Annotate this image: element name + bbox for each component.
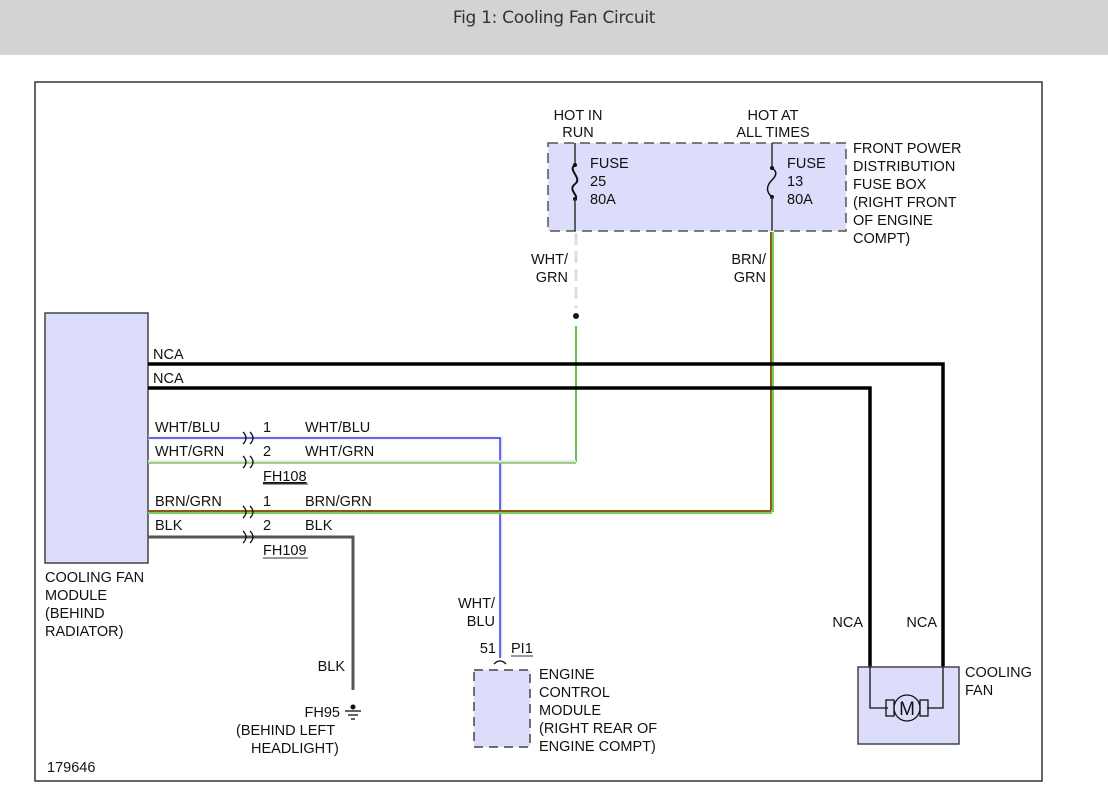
motor-symbol: M bbox=[899, 699, 915, 720]
fuse-box-label-6: COMPT) bbox=[853, 231, 910, 247]
wht-blu-left-label: WHT/BLU bbox=[155, 420, 220, 436]
wire-wht-grn-feed: WHT/ GRN bbox=[531, 233, 579, 462]
wire-wht-blu-shadow bbox=[148, 436, 503, 658]
brn-grn-vlabel-1: BRN/ bbox=[731, 252, 767, 268]
wire-blk-path bbox=[148, 535, 355, 690]
connector-icon-fh109-1 bbox=[242, 505, 254, 519]
fuse-box-label-1: FRONT POWER bbox=[853, 141, 961, 157]
nca-2-label: NCA bbox=[153, 371, 184, 387]
figure-id: 179646 bbox=[47, 760, 95, 776]
wht-grn-left-label: WHT/GRN bbox=[155, 444, 224, 460]
ecm-pin-number: 51 bbox=[480, 641, 496, 657]
ecm-label-2: CONTROL bbox=[539, 685, 610, 701]
fuse-13-label-3: 80A bbox=[787, 192, 813, 208]
fuse-box-outline bbox=[547, 142, 847, 232]
wire-nca-2: NCA bbox=[148, 371, 872, 668]
cooling-fan-module-box bbox=[44, 312, 149, 564]
connector-symbols bbox=[242, 431, 254, 544]
fan-wire-label-2: NCA bbox=[906, 615, 937, 631]
feed-2-label-1: HOT AT bbox=[747, 108, 798, 124]
ecm-label-3: MODULE bbox=[539, 703, 601, 719]
connector-icon-fh108-2 bbox=[242, 455, 254, 469]
cooling-fan-label-1: COOLING bbox=[965, 665, 1032, 681]
cooling-fan-module: COOLING FAN MODULE (BEHIND RADIATOR) bbox=[44, 312, 149, 640]
ecm-box bbox=[473, 669, 531, 748]
ground-location-1: (BEHIND LEFT bbox=[236, 723, 335, 739]
brn-grn-pin: 1 bbox=[263, 494, 271, 510]
brn-grn-left-label: BRN/GRN bbox=[155, 494, 222, 510]
wire-nca-2-path bbox=[148, 386, 872, 668]
wire-wht-grn: WHT/GRN 2 WHT/GRN bbox=[148, 444, 576, 464]
fuse-25-label-2: 25 bbox=[590, 174, 606, 190]
figure-header: Fig 1: Cooling Fan Circuit bbox=[0, 0, 1108, 55]
splice-dot bbox=[573, 313, 579, 319]
ecm-label-1: ENGINE bbox=[539, 667, 595, 683]
wht-grn-pin: 2 bbox=[263, 444, 271, 460]
blk-vlabel: BLK bbox=[318, 659, 346, 675]
wire-nca-1: NCA bbox=[148, 347, 945, 668]
feed-2-label-2: ALL TIMES bbox=[736, 125, 809, 141]
ecm-connector: PI1 bbox=[511, 641, 533, 657]
wht-grn-vlabel-1: WHT/ bbox=[531, 252, 569, 268]
connector-fh108: FH108 bbox=[263, 469, 307, 485]
connector-icon-fh109-2 bbox=[242, 530, 254, 544]
ground-fh95: FH95 (BEHIND LEFT HEADLIGHT) bbox=[236, 704, 361, 757]
wire-blk: BLK 2 BLK BLK bbox=[148, 518, 355, 690]
ecm-label-4: (RIGHT REAR OF bbox=[539, 721, 657, 737]
fuse-box-label-2: DISTRIBUTION bbox=[853, 159, 955, 175]
ecm-label-5: ENGINE COMPT) bbox=[539, 739, 656, 755]
wht-blu-pin: 1 bbox=[263, 420, 271, 436]
fuse-box: FRONT POWER DISTRIBUTION FUSE BOX (RIGHT… bbox=[547, 108, 961, 247]
fan-internal-wire-2 bbox=[927, 667, 944, 709]
blk-left-label: BLK bbox=[155, 518, 183, 534]
ground-location-2: HEADLIGHT) bbox=[251, 741, 339, 757]
fuse-13-label-2: 13 bbox=[787, 174, 803, 190]
fan-wire-label-1: NCA bbox=[832, 615, 863, 631]
fuse-box-label-3: FUSE BOX bbox=[853, 177, 927, 193]
motor-icon bbox=[893, 694, 921, 722]
blk-pin: 2 bbox=[263, 518, 271, 534]
fuse-box-label-4: (RIGHT FRONT bbox=[853, 195, 957, 211]
ecm-pin-icon bbox=[493, 660, 507, 665]
fuse-25-icon bbox=[571, 164, 579, 200]
cooling-fan-label-2: FAN bbox=[965, 683, 993, 699]
diagram-frame bbox=[34, 81, 1043, 782]
wire-wht-blu: WHT/BLU 1 WHT/BLU WHT/ BLU bbox=[148, 420, 503, 658]
fuse-13-label-1: FUSE bbox=[787, 156, 826, 172]
cfm-label-3: (BEHIND bbox=[45, 606, 105, 622]
blk-right-label: BLK bbox=[305, 518, 333, 534]
ground-terminal bbox=[350, 704, 356, 710]
cooling-fan: NCA NCA M COOLING FAN bbox=[832, 615, 1032, 745]
ground-id: FH95 bbox=[305, 705, 340, 721]
wire-wht-blu-path bbox=[148, 437, 501, 658]
brn-grn-right-label: BRN/GRN bbox=[305, 494, 372, 510]
fuse-box-label-5: OF ENGINE bbox=[853, 213, 933, 229]
nca-1-label: NCA bbox=[153, 347, 184, 363]
wht-blu-vlabel-1: WHT/ bbox=[458, 596, 496, 612]
connector-icon-fh108-1 bbox=[242, 431, 254, 445]
wht-blu-right-label: WHT/BLU bbox=[305, 420, 370, 436]
fuse-25-label-3: 80A bbox=[590, 192, 616, 208]
wht-blu-vlabel-2: BLU bbox=[467, 614, 495, 630]
brn-grn-vlabel-2: GRN bbox=[734, 270, 766, 286]
feed-1-label-2: RUN bbox=[562, 125, 593, 141]
figure-title: Fig 1: Cooling Fan Circuit bbox=[452, 8, 656, 28]
cfm-label-4: RADIATOR) bbox=[45, 624, 123, 640]
fuse-25-label-1: FUSE bbox=[590, 156, 629, 172]
cfm-label-1: COOLING FAN bbox=[45, 570, 144, 586]
fan-internal-wire-1 bbox=[869, 667, 888, 709]
wht-grn-vlabel-2: GRN bbox=[536, 270, 568, 286]
wire-brn-grn-feed: BRN/ GRN bbox=[731, 232, 774, 512]
feed-1-label-1: HOT IN bbox=[554, 108, 603, 124]
connector-fh109: FH109 bbox=[263, 543, 307, 559]
wire-brn-grn: BRN/GRN 1 BRN/GRN bbox=[148, 494, 772, 514]
cfm-label-2: MODULE bbox=[45, 588, 107, 604]
wht-grn-right-label: WHT/GRN bbox=[305, 444, 374, 460]
fuse-13-terminal-top bbox=[770, 166, 774, 170]
fuse-25-terminal-top bbox=[573, 163, 577, 167]
engine-control-module: 51 PI1 ENGINE CONTROL MODULE (RIGHT REAR… bbox=[473, 641, 657, 755]
wire-nca-1-path bbox=[148, 362, 945, 668]
fuse-13-icon bbox=[766, 167, 777, 198]
